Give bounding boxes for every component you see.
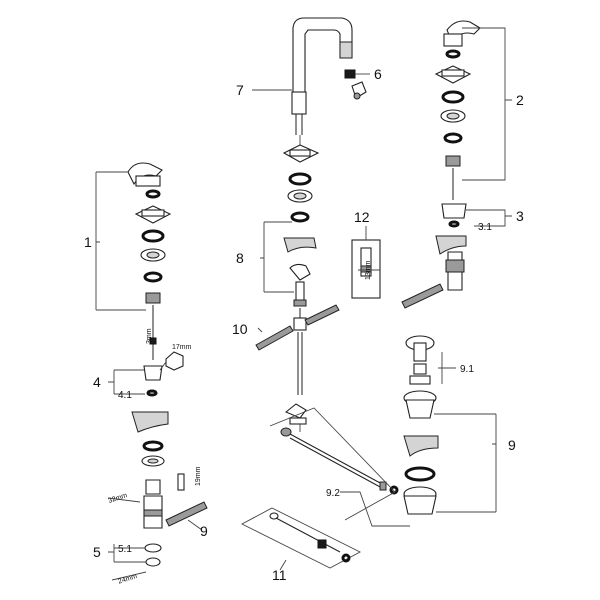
flow-limiter-inset bbox=[351, 232, 381, 299]
callout-9-right: 9 bbox=[508, 437, 516, 453]
callout-labels: 1 2 3 3.1 4 4.1 5 5.1 6 7 8 9 9 9.1 9.2 … bbox=[84, 66, 524, 583]
callout-9-left: 9 bbox=[200, 523, 208, 539]
callout-5-1: 5.1 bbox=[118, 544, 132, 555]
callout-5: 5 bbox=[93, 544, 101, 560]
callout-3: 3 bbox=[516, 208, 524, 224]
callout-10: 10 bbox=[232, 321, 248, 337]
dim-24mm: 24mm bbox=[117, 573, 138, 586]
right-valve-assembly bbox=[401, 20, 481, 309]
callout-2: 2 bbox=[516, 92, 524, 108]
callout-4: 4 bbox=[93, 374, 101, 390]
dim-3mm: 3mm bbox=[146, 328, 153, 344]
spout-assembly bbox=[255, 17, 399, 521]
callout-7: 7 bbox=[236, 82, 244, 98]
aerator-part bbox=[344, 69, 367, 100]
callout-4-1: 4.1 bbox=[118, 390, 132, 401]
dim-17mm: 17mm bbox=[172, 344, 192, 351]
left-valve-assembly bbox=[107, 162, 208, 581]
callout-12: 12 bbox=[354, 209, 370, 225]
callout-lines bbox=[95, 27, 512, 571]
dim-32mm: 32mm bbox=[108, 492, 129, 505]
pull-rod-part bbox=[280, 427, 399, 495]
callout-3-1: 3.1 bbox=[478, 222, 492, 233]
callout-9-1: 9.1 bbox=[460, 364, 474, 375]
callout-6: 6 bbox=[374, 66, 382, 82]
callout-8: 8 bbox=[236, 250, 244, 266]
dim-13mm: 13mm bbox=[365, 260, 372, 280]
callout-1: 1 bbox=[84, 234, 92, 250]
callout-11: 11 bbox=[272, 567, 287, 583]
dim-19mm: 19mm bbox=[195, 466, 202, 486]
hose-kit-11 bbox=[241, 507, 361, 569]
drain-assembly bbox=[403, 335, 439, 515]
callout-9-2: 9.2 bbox=[326, 488, 340, 499]
